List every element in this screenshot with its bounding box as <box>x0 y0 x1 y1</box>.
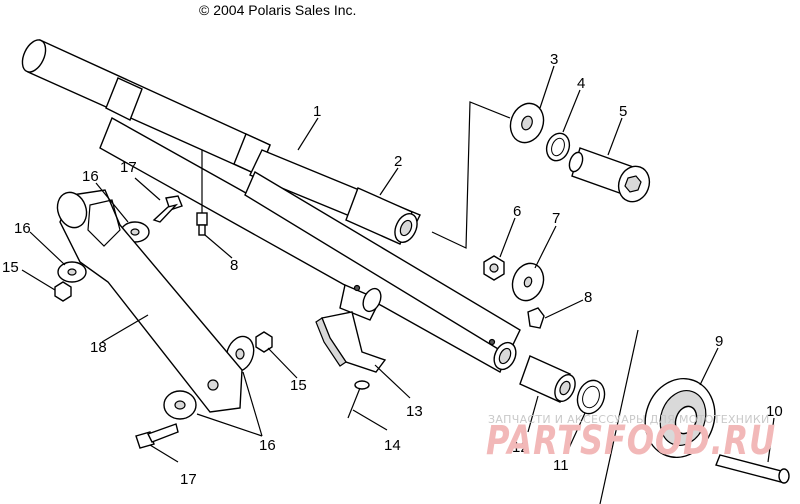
callout-2: 2 <box>394 153 402 170</box>
callout-10: 10 <box>766 403 783 420</box>
callout-12: 12 <box>512 439 529 456</box>
bracket-13 <box>315 311 387 373</box>
washer-16-low <box>163 390 197 420</box>
pivot-bolt-5 <box>568 147 651 203</box>
callout-17-upper: 17 <box>120 159 137 176</box>
callout-18: 18 <box>90 339 107 356</box>
callout-13: 13 <box>406 403 423 420</box>
callout-labels: 1 2 3 4 5 6 7 8 8 9 10 11 12 13 14 15 15… <box>2 51 783 488</box>
washer-3 <box>509 102 545 144</box>
callout-5: 5 <box>619 103 627 120</box>
callout-1: 1 <box>313 103 321 120</box>
rivet-14 <box>347 380 370 419</box>
callout-16-left: 16 <box>14 220 31 237</box>
callout-4: 4 <box>577 75 585 92</box>
torque-link-18 <box>56 189 243 413</box>
callout-11: 11 <box>553 457 569 474</box>
ring-11 <box>576 379 606 415</box>
callout-9: 9 <box>715 333 723 350</box>
callout-16-lower: 16 <box>259 437 276 454</box>
nut-15-left <box>54 281 72 302</box>
watermark-tagline: ЗАПЧАСТИ И АКСЕССУАРЫ ДЛЯ МОТОТЕХНИКИ <box>488 413 770 426</box>
nut-15-right <box>255 331 273 353</box>
callout-8-lower: 8 <box>584 289 592 306</box>
bolt-17-lower <box>135 423 179 449</box>
callout-15-right: 15 <box>290 377 307 394</box>
leader-lines <box>21 65 775 504</box>
callout-15-left: 15 <box>2 259 19 276</box>
callout-16-upper: 16 <box>82 168 99 185</box>
callout-14: 14 <box>384 437 401 454</box>
callout-8-upper: 8 <box>230 257 238 274</box>
washer-16-left <box>57 261 87 283</box>
callout-6: 6 <box>513 203 521 220</box>
bushing-sleeve <box>345 187 418 245</box>
washer-7 <box>511 262 545 302</box>
bolt-10 <box>715 454 790 484</box>
callout-7: 7 <box>552 210 560 227</box>
copyright-text: © 2004 Polaris Sales Inc. <box>199 2 356 18</box>
callout-3: 3 <box>550 51 558 68</box>
watermark-brand: PARTSFOOD.RU <box>486 418 776 464</box>
watermark: ЗАПЧАСТИ И АКСЕССУАРЫ ДЛЯ МОТОТЕХНИКИ PA… <box>486 413 776 464</box>
grease-fitting-upper <box>196 150 208 236</box>
nut-6 <box>483 255 505 281</box>
spacer-bushing-12 <box>519 355 576 403</box>
callout-17-lower: 17 <box>180 471 197 488</box>
bolt-17-upper <box>152 195 183 223</box>
o-ring-4 <box>545 132 571 162</box>
grease-fitting-lower <box>527 307 545 329</box>
cap-assembly-9 <box>644 377 716 459</box>
